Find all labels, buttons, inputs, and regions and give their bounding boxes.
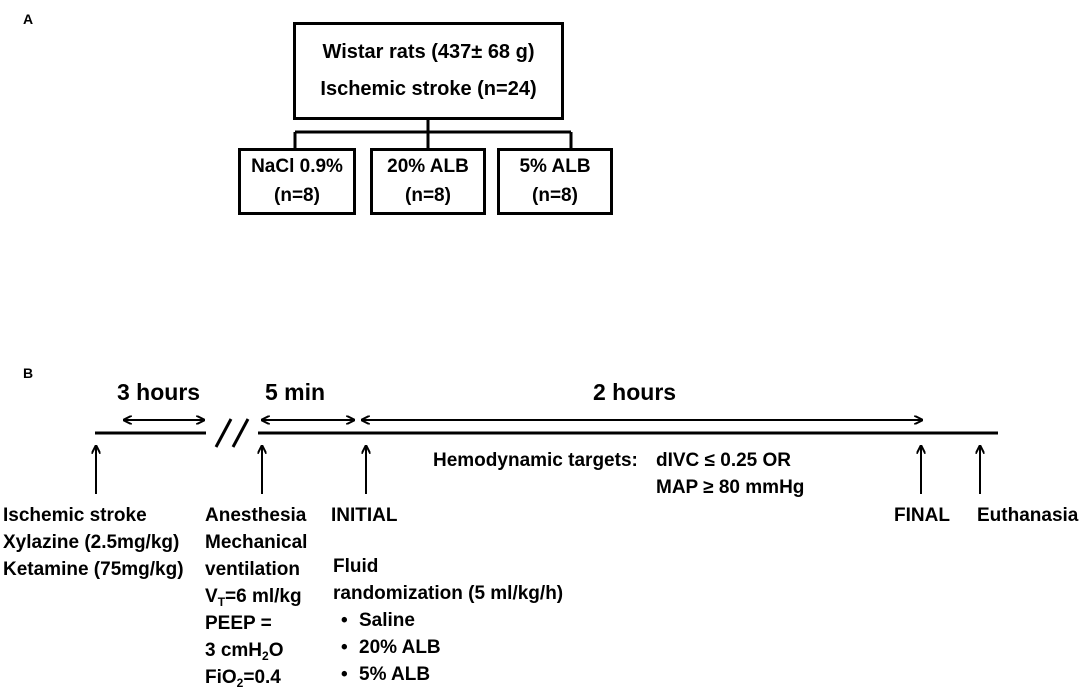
event-stroke-title: Ischemic stroke xyxy=(3,505,147,526)
group-box-5-alb: 5% ALB (n=8) xyxy=(497,148,613,215)
population-line-2: Ischemic stroke (n=24) xyxy=(320,78,537,100)
event-anesthesia-ventilation: ventilation xyxy=(205,559,301,580)
event-anesthesia-mechanical: Mechanical xyxy=(205,532,308,553)
duration-label-2-hours: 2 hours xyxy=(593,379,677,405)
panel-label-a: A xyxy=(23,11,34,27)
panel-label-b: B xyxy=(23,365,34,381)
group-box-20-alb: 20% ALB (n=8) xyxy=(370,148,486,215)
event-stroke-text: Ischemic stroke Xylazine (2.5mg/kg) Keta… xyxy=(3,502,184,583)
fluid-rate: randomization (5 ml/kg/h) xyxy=(333,583,564,604)
vent-tidal-volume: VT=6 ml/kg xyxy=(205,586,302,609)
event-stroke-ketamine: Ketamine (75mg/kg) xyxy=(3,559,184,580)
event-final-text: FINAL xyxy=(894,502,950,529)
fluid-title: Fluid xyxy=(333,556,379,577)
fluid-item-saline: •Saline xyxy=(341,610,415,631)
event-stroke-xylazine: Xylazine (2.5mg/kg) xyxy=(3,532,180,553)
duration-label-3-hours: 3 hours xyxy=(117,379,201,405)
hemodynamic-target-divc: dIVC ≤ 0.25 OR xyxy=(656,450,792,471)
population-box: Wistar rats (437± 68 g) Ischemic stroke … xyxy=(293,22,564,120)
group-name: 5% ALB xyxy=(519,156,591,177)
vent-peep-value: 3 cmH2O xyxy=(205,640,284,663)
hemodynamic-target-map: MAP ≥ 80 mmHg xyxy=(656,477,805,498)
event-euthanasia-text: Euthanasia xyxy=(977,502,1078,529)
vent-fio2: FiO2=0.4 xyxy=(205,667,281,690)
group-box-nacl: NaCl 0.9% (n=8) xyxy=(238,148,356,215)
event-anesthesia-title: Anesthesia xyxy=(205,505,307,526)
population-line-1: Wistar rats (437± 68 g) xyxy=(322,41,535,63)
timeline-break-mark xyxy=(214,418,250,448)
event-euthanasia-title: Euthanasia xyxy=(977,505,1079,526)
event-final-title: FINAL xyxy=(894,505,950,526)
event-anesthesia-text: Anesthesia Mechanical ventilation VT=6 m… xyxy=(205,502,307,691)
fluid-item-20-alb: •20% ALB xyxy=(341,637,441,658)
group-count: (n=8) xyxy=(274,184,320,206)
tree-connector xyxy=(293,119,573,148)
group-count: (n=8) xyxy=(405,184,451,206)
group-name: NaCl 0.9% xyxy=(251,156,343,177)
group-name: 20% ALB xyxy=(387,156,469,177)
group-count: (n=8) xyxy=(532,184,578,206)
event-initial-text: INITIAL xyxy=(331,502,398,529)
fluid-item-5-alb: •5% ALB xyxy=(341,664,431,685)
fluid-randomization-text: Fluid randomization (5 ml/kg/h) •Saline … xyxy=(333,553,563,688)
vent-peep: PEEP = xyxy=(205,613,272,634)
event-initial-title: INITIAL xyxy=(331,505,398,526)
duration-label-5-min: 5 min xyxy=(265,379,326,405)
hemodynamic-targets-label: Hemodynamic targets: xyxy=(433,450,638,471)
